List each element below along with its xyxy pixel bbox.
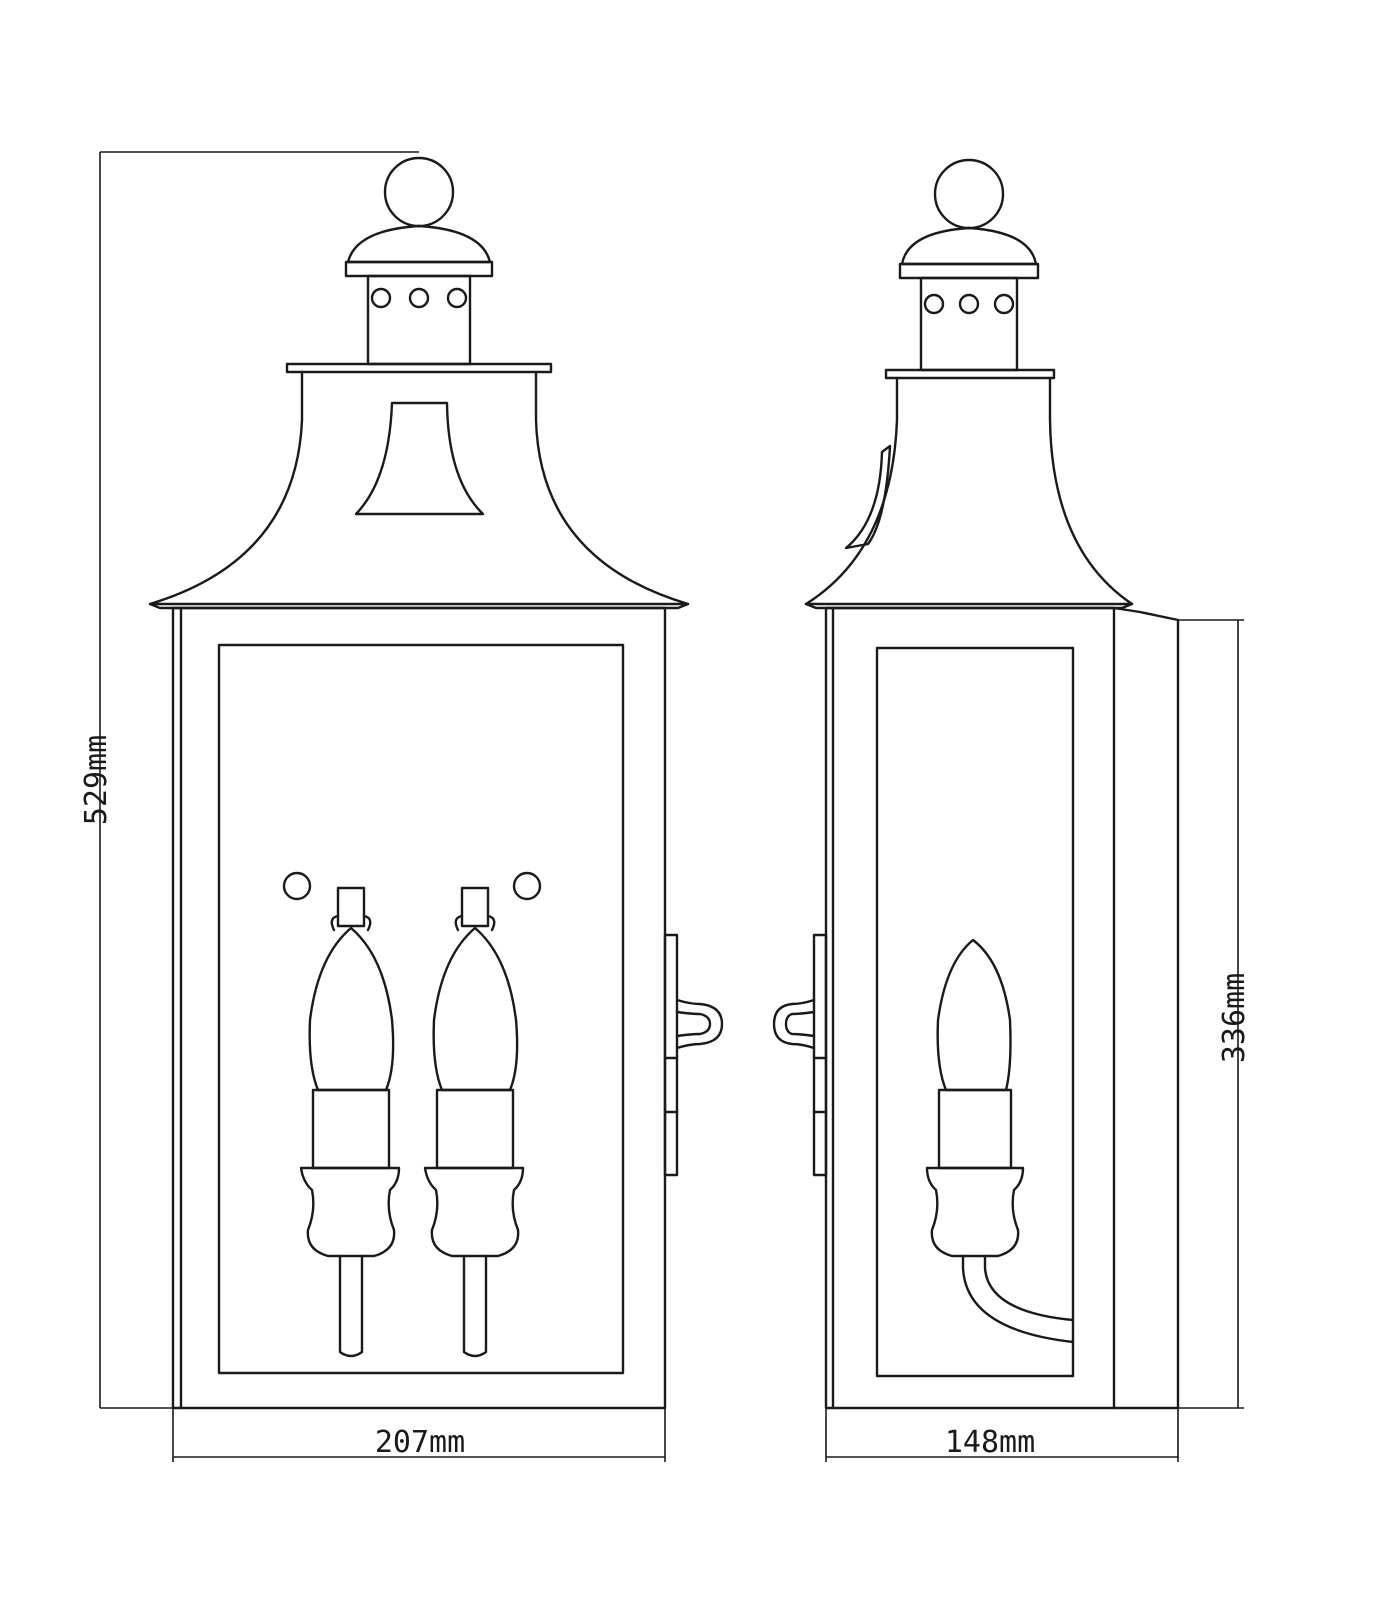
front-rivet: [512, 871, 542, 901]
side-cap-rim: [898, 262, 1040, 280]
side-vent-hole: [923, 293, 945, 315]
front-vent-hole: [370, 287, 392, 309]
bracket-plate: [812, 933, 828, 1177]
front-candle-right: [423, 886, 525, 1358]
front-roof-ornament: [354, 401, 485, 516]
front-cap-rim: [344, 260, 494, 278]
candle-arm: [338, 1254, 364, 1358]
candle-arm: [462, 1254, 488, 1358]
candle-bulb: [432, 926, 519, 1092]
candle-arm-curve-inner: [983, 1254, 1075, 1322]
candle-arm-curve-outer: [961, 1254, 1075, 1344]
dimension-front-width: 207mm: [172, 1408, 666, 1462]
side-view: 336mm 148mm: [772, 158, 1252, 1462]
candle-cup: [299, 1166, 401, 1258]
body-height-label: 336mm: [1217, 973, 1252, 1063]
candle-sleeve: [937, 1088, 1013, 1170]
front-cap-dome: [346, 224, 492, 264]
side-roof-ornament: [844, 444, 892, 550]
side-wall-bracket: [772, 933, 828, 1177]
side-vent-hole: [958, 293, 980, 315]
side-backplate: [1112, 606, 1180, 1410]
bracket-hook-inner: [784, 1010, 816, 1038]
candle-holder-stem: [460, 886, 490, 928]
candle-holder-clip: [330, 914, 372, 932]
side-roof-plate: [884, 368, 1056, 380]
side-depth-label: 148mm: [945, 1425, 1035, 1460]
front-rivet: [282, 871, 312, 901]
front-vent-hole: [446, 287, 468, 309]
candle-bulb: [308, 926, 395, 1092]
side-chimney: [919, 276, 1019, 372]
front-body-frame: [171, 606, 667, 1410]
side-glass-panel: [875, 646, 1075, 1378]
side-vent-hole: [993, 293, 1015, 315]
front-wall-bracket: [663, 933, 724, 1177]
candle-cup: [925, 1166, 1025, 1258]
front-candle-left: [299, 886, 401, 1358]
dimension-overall-height: 529mm: [79, 151, 419, 1409]
front-roof-plate: [285, 362, 553, 374]
dimension-body-height: 336mm: [1178, 619, 1252, 1409]
front-vent-hole: [408, 287, 430, 309]
overall-height-label: 529mm: [79, 735, 114, 825]
dimension-side-depth: 148mm: [825, 1408, 1179, 1462]
side-body-frame: [824, 606, 1116, 1410]
front-finial-ball: [383, 156, 455, 228]
front-glass-panel: [217, 643, 625, 1375]
bracket-hook: [675, 998, 724, 1050]
front-width-label: 207mm: [375, 1425, 465, 1460]
candle-cup: [423, 1166, 525, 1258]
bracket-hook: [772, 998, 816, 1050]
candle-bulb: [936, 938, 1012, 1092]
side-cap-dome: [900, 226, 1038, 266]
front-view: 529mm 207mm: [79, 151, 724, 1462]
side-candle: [925, 938, 1075, 1344]
bracket-hook-inner: [675, 1010, 712, 1038]
candle-holder-clip: [454, 914, 496, 932]
candle-sleeve: [311, 1088, 391, 1170]
side-roof-bell: [804, 376, 1134, 606]
side-finial-ball: [933, 158, 1005, 230]
bracket-plate: [663, 933, 679, 1177]
candle-holder-stem: [336, 886, 366, 928]
front-roof-bell: [148, 370, 690, 606]
candle-sleeve: [435, 1088, 515, 1170]
